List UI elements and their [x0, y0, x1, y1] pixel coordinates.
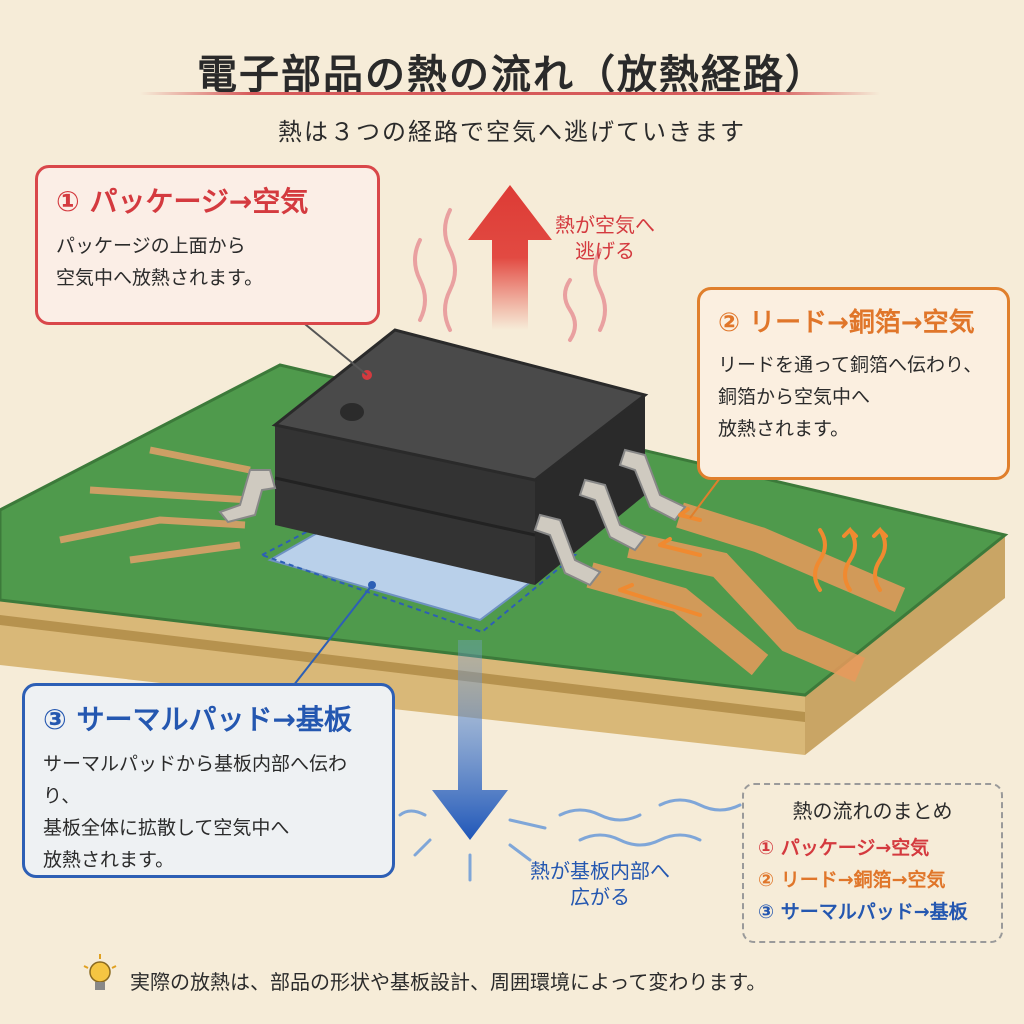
pin1-marker: [340, 403, 364, 421]
callout-title: ① パッケージ→空気: [56, 185, 309, 218]
footer-note: 実際の放熱は、部品の形状や基板設計、周囲環境によって変わります。: [130, 970, 767, 994]
callout-title: ② リード→銅箔→空気: [718, 308, 975, 338]
callout-thermal-pad: ③ サーマルパッド→基板 サーマルパッドから基板内部へ伝わり、 基板全体に拡散し…: [22, 683, 395, 878]
subtitle: 熱は３つの経路で空気へ逃げていきます: [278, 118, 746, 146]
summary-box: 熱の流れのまとめ ① パッケージ→空気 ② リード→銅箔→空気 ③ サーマルパッ…: [742, 783, 1003, 943]
title-underline: [140, 92, 880, 95]
callout-title: ③ サーマルパッド→基板: [43, 703, 352, 736]
summary-item: ① パッケージ→空気: [758, 837, 930, 859]
page-title: 電子部品の熱の流れ（放熱経路）: [197, 52, 827, 98]
callout-body: リードを通って銅箔へ伝わり、 銅箔から空気中へ 放熱されます。: [718, 354, 983, 440]
heat-wave-icons: [413, 208, 888, 617]
note-heat-down: 熱が基板内部へ 広がる: [530, 859, 670, 909]
callout-body: サーマルパッドから基板内部へ伝わり、 基板全体に拡散して空気中へ 放熱されます。: [43, 753, 348, 871]
callout-package-to-air: ① パッケージ→空気 パッケージの上面から 空気中へ放熱されます。: [35, 165, 380, 325]
callout-lead-to-copper: ② リード→銅箔→空気 リードを通って銅箔へ伝わり、 銅箔から空気中へ 放熱され…: [697, 287, 1010, 480]
summary-heading: 熱の流れのまとめ: [792, 799, 953, 823]
summary-item: ② リード→銅箔→空気: [758, 869, 946, 891]
note-heat-up: 熱が空気へ 逃げる: [555, 213, 655, 263]
callout-body: パッケージの上面から 空気中へ放熱されます。: [56, 235, 264, 289]
copper-traces: [59, 446, 906, 682]
heat-down-arrow: [398, 640, 742, 882]
heat-up-arrow: [468, 185, 552, 330]
leads: [218, 448, 687, 587]
lightbulb-icon: [83, 954, 117, 990]
summary-item: ③ サーマルパッド→基板: [758, 901, 968, 923]
